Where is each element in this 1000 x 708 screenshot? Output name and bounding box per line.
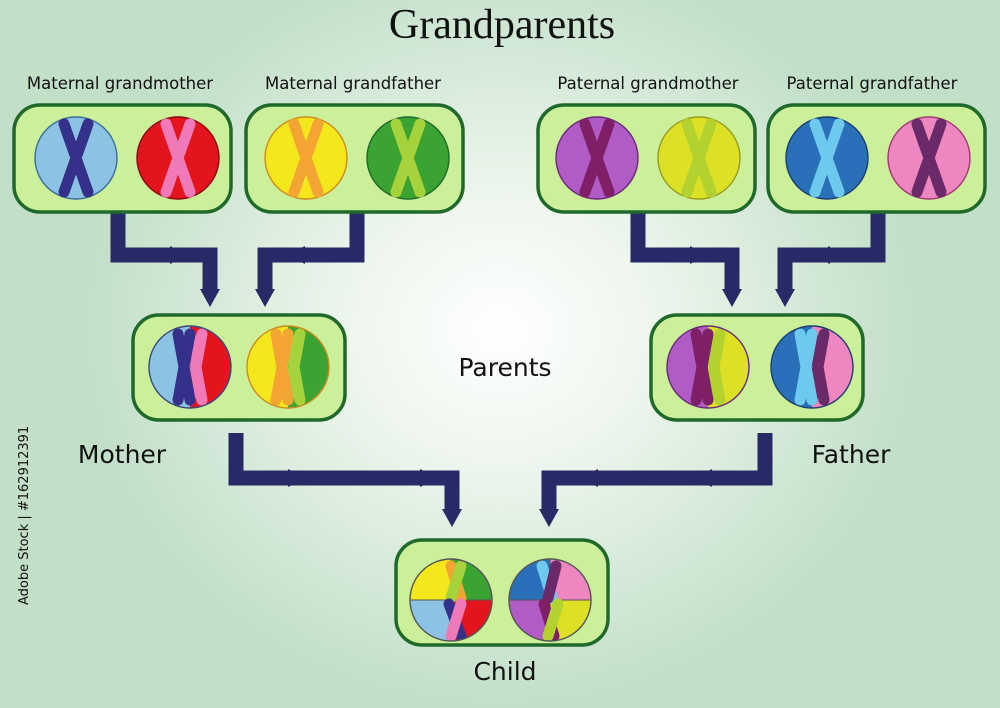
mother-label: Mother [78,440,167,469]
watermark-text: Adobe Stock | #162912391 [17,426,32,605]
chromosome-icon [148,325,232,409]
arrow-chevron-icon [690,246,708,264]
chromosome-icon [555,116,639,200]
arrow-icon [228,433,460,512]
arrow-head-icon [255,289,275,307]
arrow-icon [777,212,886,292]
chromosome-icon [666,325,750,409]
arrow-chevron-icon [694,469,712,487]
arrow-chevron-icon [288,469,306,487]
arrow-chevron-icon [420,469,438,487]
maternal-grandmother-box [12,103,233,214]
chromosome-icon [264,116,348,200]
chromosome-icon [657,116,741,200]
chromosome-icon [770,325,854,409]
maternal-grandfather-label: Maternal grandfather [265,74,441,93]
parents-label: Parents [458,353,551,382]
arrow-head-icon [722,289,742,307]
arrow-icon [630,212,740,292]
paternal-grandfather-label: Paternal grandfather [787,74,958,93]
arrow-head-icon [442,509,462,527]
maternal-grandfather-box [244,103,465,214]
chromosome-icon [34,116,118,200]
paternal-grandfather-box [766,103,987,214]
arrow-chevron-icon [287,246,305,264]
arrow-head-icon [539,509,559,527]
paternal-grandmother-box [536,103,757,214]
chromosome-icon [785,116,869,200]
maternal-grandmother-label: Maternal grandmother [27,74,213,93]
father-label: Father [812,440,891,469]
chromosome-icon [136,116,220,200]
arrow-chevron-icon [170,246,188,264]
chromosome-icon [508,558,592,642]
chromosome-icon [887,116,971,200]
paternal-grandmother-label: Paternal grandmother [557,74,738,93]
arrows [110,212,886,527]
chromosome-icon [409,558,493,642]
arrow-chevron-icon [580,469,598,487]
arrow-head-icon [200,289,220,307]
chromosome-icon [366,116,450,200]
arrow-icon [257,212,365,292]
child-box [394,538,610,647]
arrow-head-icon [775,289,795,307]
child-label: Child [473,657,536,686]
arrow-icon [110,212,218,292]
diagram-title: Grandparents [389,2,615,48]
mother-box [131,313,347,422]
father-box [649,313,865,422]
arrow-chevron-icon [812,246,830,264]
arrow-icon [541,433,773,512]
chromosome-icon [246,325,330,409]
